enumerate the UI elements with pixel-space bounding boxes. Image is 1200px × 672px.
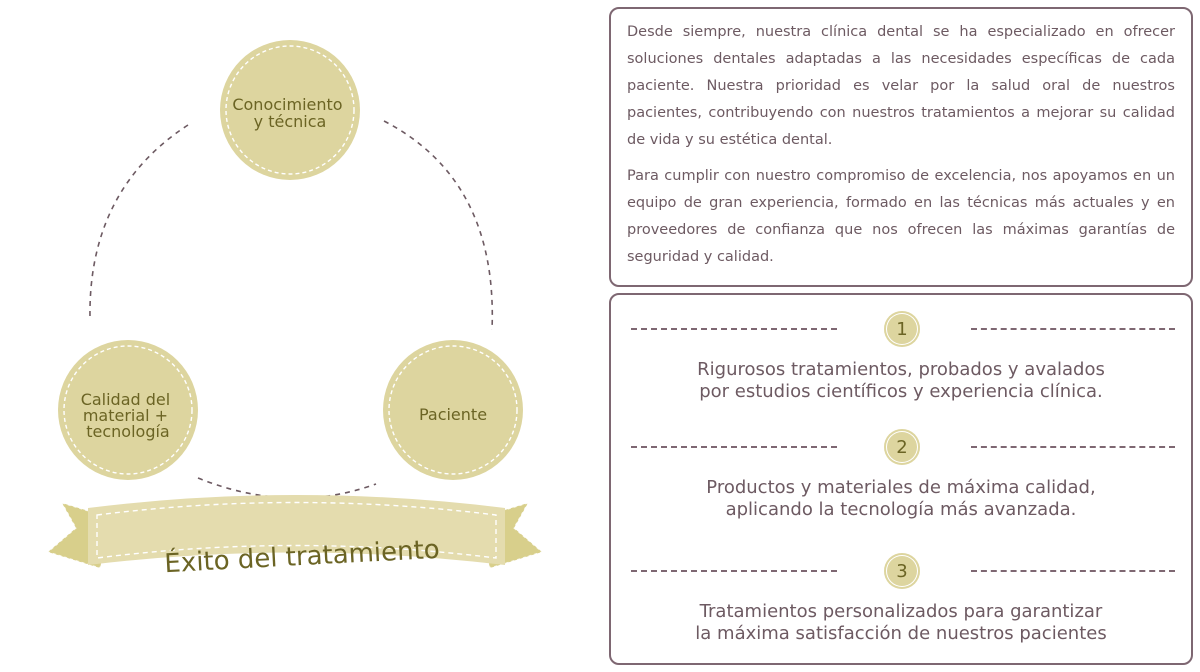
success-banner: Éxito del tratamiento [46,495,544,579]
intro-text-box: Desde siempre, nuestra clínica dental se… [609,7,1193,287]
point-2-separator: 2 [611,429,1191,465]
point-2-text: Productos y materiales de máxima calidad… [706,477,1096,520]
circle-material-line-1: Calidad del [81,390,171,409]
arc-top-left [89,124,189,319]
key-points-box: 1 Rigurosos tratamientos, probados y ava… [609,293,1193,665]
separator-dash-right [971,570,1175,572]
circle-knowledge-line-2: y técnica [254,112,327,131]
arc-top-right [383,120,494,331]
separator-dash-right [971,446,1175,448]
treatment-success-diagram: Conocimiento y técnica Calidad del mater… [46,40,544,579]
point-3-separator: 3 [611,553,1191,589]
intro-paragraph-2: Para cumplir con nuestro compromiso de e… [627,168,1175,265]
circle-knowledge-line-1: Conocimiento [232,95,342,114]
separator-dash-left [631,446,837,448]
point-1-number-badge: 1 [884,311,920,347]
separator-dash-left [631,570,837,572]
circle-knowledge: Conocimiento y técnica [220,40,360,180]
point-1-text: Rigurosos tratamientos, probados y avala… [697,359,1105,402]
point-3-text: Tratamientos personalizados para garanti… [695,601,1107,644]
separator-dash-left [631,328,837,330]
banner-band [88,495,505,565]
circle-patient: Paciente [383,340,523,480]
intro-paragraph-1: Desde siempre, nuestra clínica dental se… [627,24,1175,148]
point-3-number-badge: 3 [884,553,920,589]
circle-material: Calidad del material + tecnología [58,340,198,480]
svg-text:Conocimiento y técnica: Conocimiento y técnica [232,95,347,131]
svg-text:Calidad del material +: Calidad del material + tecnología [81,390,176,441]
separator-dash-right [971,328,1175,330]
svg-text:Paciente: Paciente [419,405,487,424]
circle-material-line-3: tecnología [86,422,169,441]
circle-material-line-2: material + [83,406,168,425]
circle-patient-line-1: Paciente [419,405,487,424]
point-1-separator: 1 [611,311,1191,347]
point-2-number-badge: 2 [884,429,920,465]
